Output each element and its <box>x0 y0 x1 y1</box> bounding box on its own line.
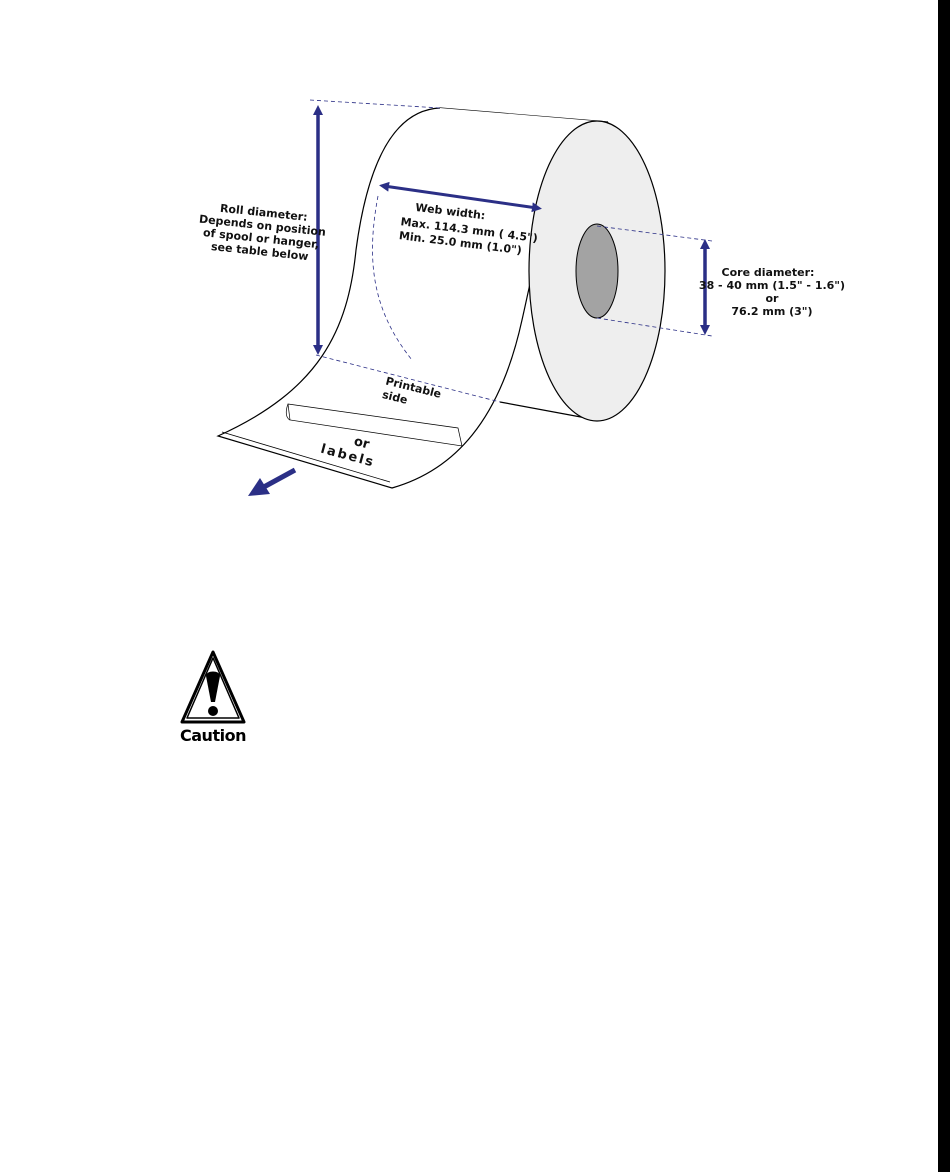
roll-diameter-label: Roll diameter: Depends on position of sp… <box>196 200 328 265</box>
media-roll-diagram: Roll diameter: Depends on position of sp… <box>0 0 950 560</box>
core-diameter-line-4: 76.2 mm (3") <box>731 305 812 318</box>
caution-label: Caution <box>178 726 248 745</box>
feed-direction-line <box>262 470 295 488</box>
core-diameter-line-3: or <box>766 292 780 305</box>
core-diameter-line-2: 38 - 40 mm (1.5" - 1.6") <box>699 279 845 292</box>
roll-diameter-guide-top <box>310 100 440 108</box>
roll-core <box>576 224 618 318</box>
caution-block: Caution <box>178 648 248 750</box>
core-diameter-label: Core diameter: 38 - 40 mm (1.5" - 1.6") … <box>699 266 845 318</box>
core-diameter-line-1: Core diameter: <box>722 266 815 279</box>
caution-triangle-icon <box>178 648 248 728</box>
